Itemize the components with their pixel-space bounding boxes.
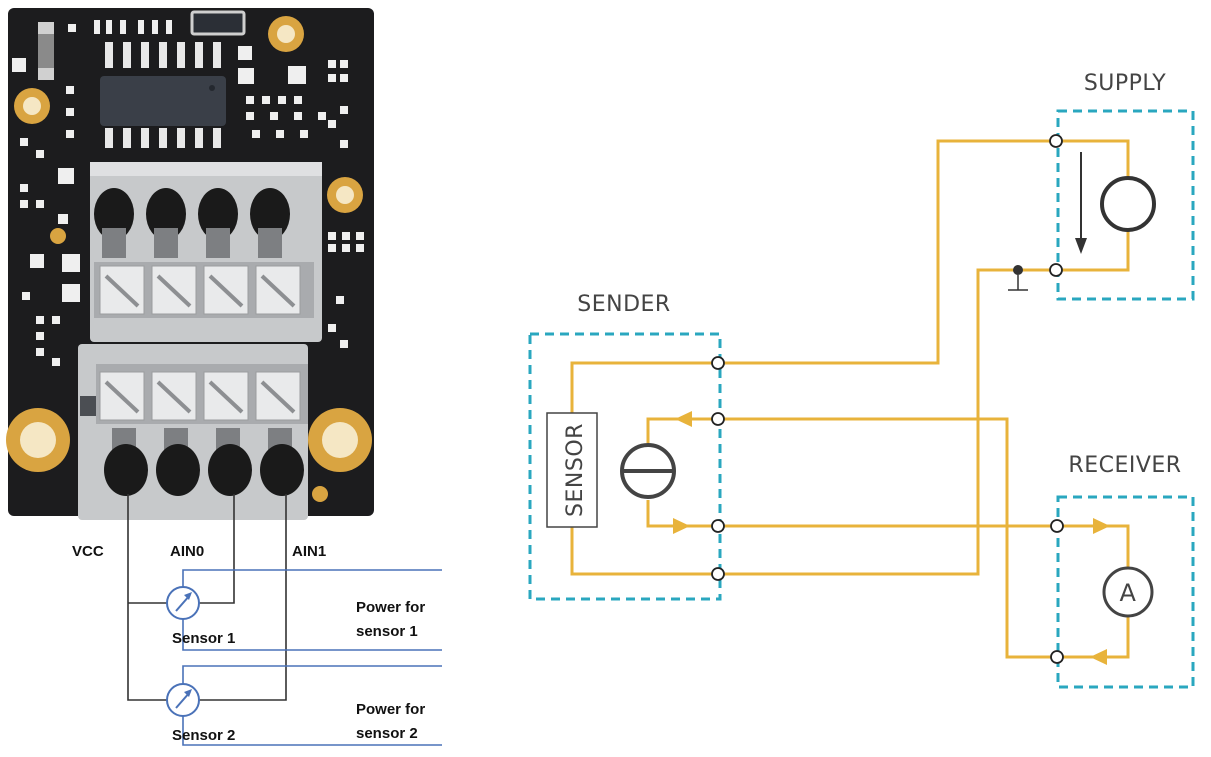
pin-label-vcc: VCC bbox=[72, 543, 104, 560]
board-wires bbox=[127, 494, 287, 701]
power-sensor-1-line2: sensor 1 bbox=[356, 623, 418, 640]
power-wires bbox=[182, 569, 442, 746]
power-sensor-1-line1: Power for bbox=[356, 599, 425, 616]
sensor-1-symbol bbox=[166, 586, 200, 620]
power-sensor-2-line2: sensor 2 bbox=[356, 725, 418, 742]
terminal-block-lower bbox=[78, 344, 308, 520]
sensor-box: SENSOR bbox=[546, 412, 598, 528]
pin-label-ain0: AIN0 bbox=[170, 543, 204, 560]
current-source-symbol bbox=[620, 443, 676, 499]
receiver-label: RECEIVER bbox=[1068, 453, 1181, 478]
loop-wires bbox=[570, 139, 1130, 659]
ic-chip bbox=[100, 42, 226, 148]
dashed-boxes bbox=[528, 109, 1195, 689]
ground-icon bbox=[1008, 265, 1028, 291]
receiver-box bbox=[1056, 495, 1195, 689]
power-sensor-2-line1: Power for bbox=[356, 701, 425, 718]
ammeter-label: A bbox=[1120, 579, 1137, 607]
smd-components bbox=[12, 10, 364, 366]
ammeter-symbol: A bbox=[1102, 566, 1154, 618]
sensor-box-label: SENSOR bbox=[563, 423, 588, 517]
sender-box bbox=[528, 332, 722, 601]
sensor-2-symbol bbox=[166, 683, 200, 717]
supply-box bbox=[1056, 109, 1195, 301]
sensor-1-label: Sensor 1 bbox=[172, 630, 235, 647]
loop-terminals bbox=[711, 134, 1064, 664]
pcb-board-photo bbox=[6, 8, 374, 520]
voltage-source-symbol bbox=[1075, 152, 1156, 254]
current-arrows bbox=[673, 411, 1110, 665]
supply-label: SUPPLY bbox=[1084, 71, 1166, 96]
sender-label: SENDER bbox=[577, 292, 670, 317]
terminal-block-upper bbox=[90, 162, 322, 342]
pin-label-ain1: AIN1 bbox=[292, 543, 326, 560]
mounting-pads bbox=[6, 16, 372, 502]
sensor-2-label: Sensor 2 bbox=[172, 727, 235, 744]
